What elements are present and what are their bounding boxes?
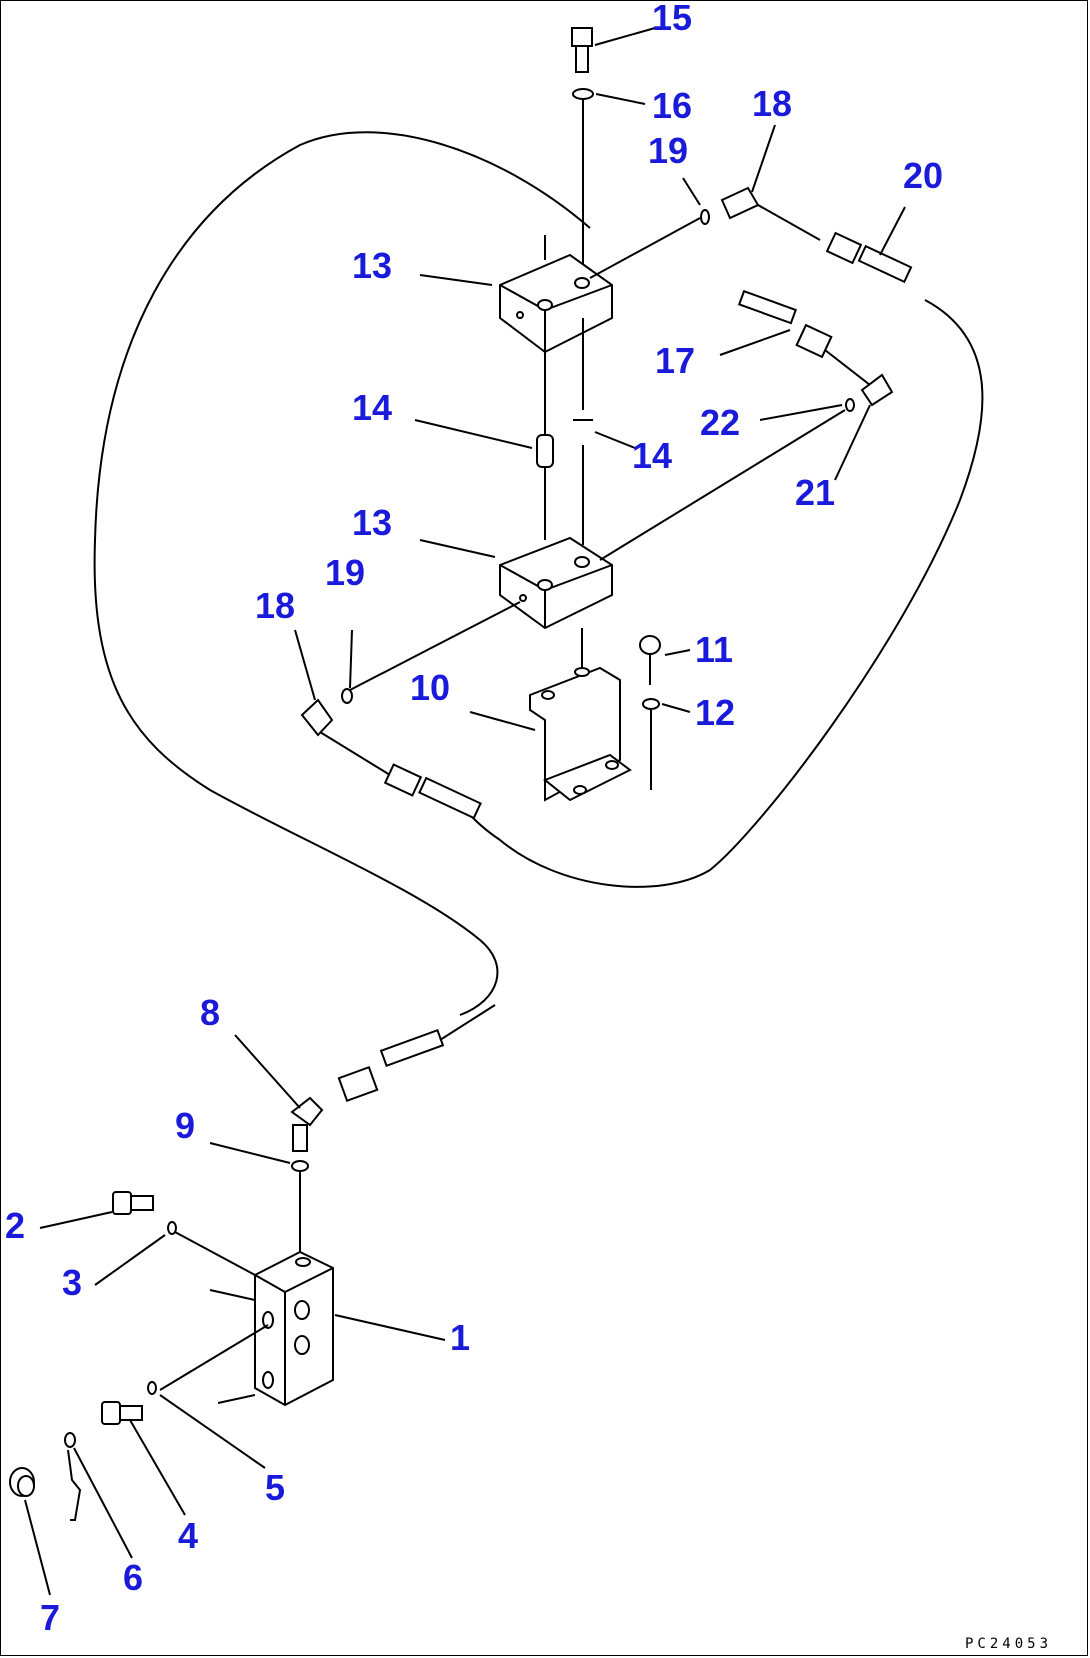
callout-7: 7 bbox=[40, 1597, 60, 1638]
elbow-18-upper bbox=[720, 186, 821, 241]
callout-14-left: 14 bbox=[352, 387, 392, 428]
callout-labels: 15 16 18 19 20 13 17 14 22 14 21 13 19 1… bbox=[5, 0, 943, 1638]
plug-4 bbox=[101, 1401, 143, 1425]
oring-19-lower bbox=[341, 688, 353, 704]
elbow-21 bbox=[860, 373, 894, 407]
hose-link bbox=[439, 1004, 496, 1041]
block-1-tick-b bbox=[217, 1394, 256, 1404]
washer-9 bbox=[291, 1160, 309, 1172]
bolt-11 bbox=[639, 635, 661, 685]
valve-block-1 bbox=[254, 1250, 334, 1407]
line-to-19-upper bbox=[589, 217, 701, 279]
block-13-upper bbox=[499, 235, 613, 354]
tag-6 bbox=[64, 1432, 82, 1521]
hose-end-20 bbox=[825, 231, 913, 284]
callout-6: 6 bbox=[123, 1557, 143, 1598]
pin-14 bbox=[536, 434, 554, 468]
callout-21: 21 bbox=[795, 472, 835, 513]
line-to-22 bbox=[599, 409, 846, 561]
callout-18-upper: 18 bbox=[752, 83, 792, 124]
callout-12: 12 bbox=[695, 692, 735, 733]
block-1-tick-a bbox=[209, 1289, 256, 1301]
callout-8: 8 bbox=[200, 992, 220, 1033]
hose-end-8 bbox=[337, 1028, 445, 1103]
hose-17-to-21 bbox=[824, 349, 871, 386]
callout-4: 4 bbox=[178, 1515, 198, 1556]
callout-13-lower: 13 bbox=[352, 502, 392, 543]
callout-22: 22 bbox=[700, 402, 740, 443]
callout-20: 20 bbox=[903, 155, 943, 196]
leader-lines bbox=[24, 27, 906, 1596]
elbow-8 bbox=[290, 1096, 324, 1152]
oring-5 bbox=[147, 1381, 157, 1395]
line-to-19-lower bbox=[349, 601, 521, 691]
callout-13-upper: 13 bbox=[352, 245, 392, 286]
callout-14-right: 14 bbox=[632, 435, 672, 476]
line-3-to-1 bbox=[174, 1231, 256, 1276]
hose-end-lower bbox=[383, 763, 482, 820]
cap-7 bbox=[9, 1467, 35, 1497]
callout-19-lower: 19 bbox=[325, 552, 365, 593]
plug-2 bbox=[112, 1191, 154, 1215]
bolt-15 bbox=[571, 27, 593, 73]
callout-1: 1 bbox=[450, 1317, 470, 1358]
callout-9: 9 bbox=[175, 1105, 195, 1146]
callout-10: 10 bbox=[410, 667, 450, 708]
oring-22 bbox=[845, 398, 855, 412]
hose-route-outer bbox=[93, 131, 591, 1016]
block-13-lower bbox=[499, 536, 613, 630]
callout-5: 5 bbox=[265, 1467, 285, 1508]
bracket-10 bbox=[529, 666, 632, 802]
hose-route-loop bbox=[459, 299, 984, 888]
callout-11: 11 bbox=[695, 629, 733, 670]
washer-12 bbox=[642, 698, 660, 710]
drawing-code: PC24053 bbox=[965, 1636, 1052, 1652]
callout-18-lower: 18 bbox=[255, 585, 295, 626]
elbow-18-lower bbox=[300, 698, 391, 776]
callout-19-upper: 19 bbox=[648, 130, 688, 171]
oring-3 bbox=[167, 1221, 177, 1235]
oring-19-upper bbox=[700, 209, 710, 225]
line-5-to-1 bbox=[159, 1324, 269, 1391]
callout-3: 3 bbox=[62, 1262, 82, 1303]
callout-17: 17 bbox=[655, 340, 695, 381]
callout-16: 16 bbox=[652, 85, 692, 126]
washer-16 bbox=[572, 88, 594, 100]
callout-15: 15 bbox=[652, 0, 692, 38]
hose-end-17 bbox=[737, 289, 833, 359]
callout-2: 2 bbox=[5, 1205, 25, 1246]
